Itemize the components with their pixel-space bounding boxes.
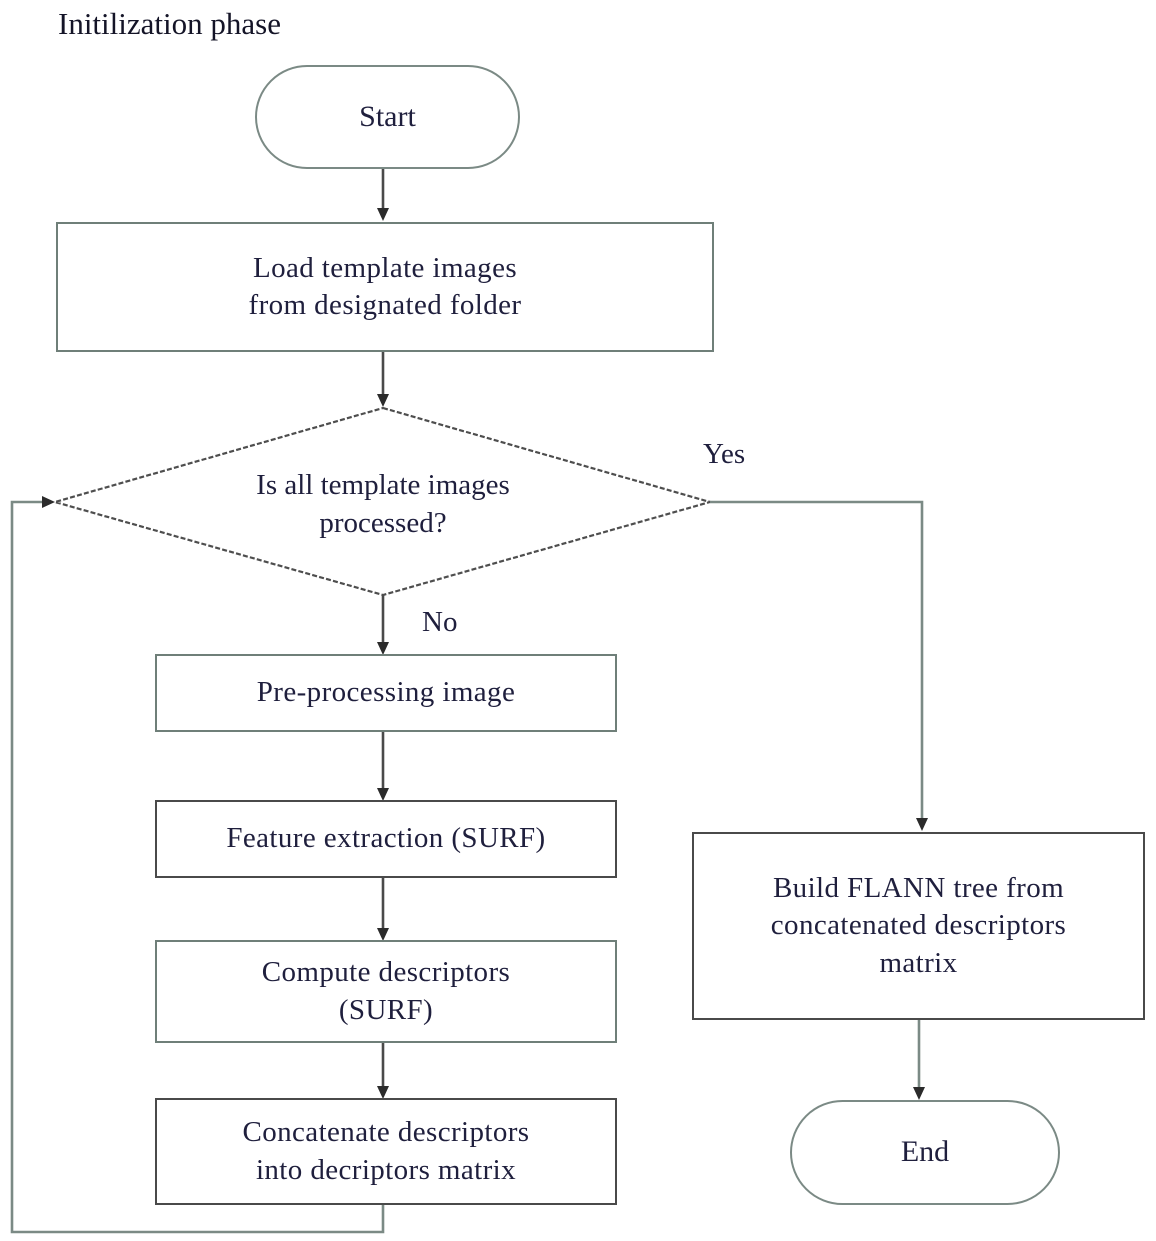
edge-label-no: No xyxy=(422,606,458,638)
node-end-label: End xyxy=(900,1135,950,1169)
node-feature-line1: Feature extraction (SURF) xyxy=(226,822,546,855)
node-load-line1: Load template images xyxy=(252,251,518,284)
node-decision-line2: processed? xyxy=(319,507,447,539)
node-build-flann-tree[interactable]: Build FLANN tree from concatenated descr… xyxy=(692,832,1145,1020)
node-start[interactable]: Start xyxy=(255,65,520,169)
node-flann-line3: matrix xyxy=(879,946,958,979)
node-compute-line2: (SURF) xyxy=(338,993,434,1026)
node-start-label: Start xyxy=(359,99,416,133)
node-pre-processing-image[interactable]: Pre-processing image xyxy=(155,654,617,732)
node-decision-line1: Is all template images xyxy=(256,469,510,502)
node-end[interactable]: End xyxy=(790,1100,1060,1205)
node-preprocess-line1: Pre-processing image xyxy=(256,676,516,709)
node-load-template-images[interactable]: Load template images from designated fol… xyxy=(56,222,714,352)
node-concat-line2: into decriptors matrix xyxy=(255,1153,517,1186)
edge-label-yes: Yes xyxy=(703,438,746,470)
node-load-line2: from designated folder xyxy=(248,289,522,321)
node-flann-line1: Build FLANN tree from xyxy=(772,872,1065,905)
node-compute-line1: Compute descriptors xyxy=(261,956,511,989)
node-concatenate-descriptors[interactable]: Concatenate descriptors into decriptors … xyxy=(155,1098,617,1205)
node-flann-line2: concatenated descriptors xyxy=(770,909,1067,942)
diagram-caption: Initilization phase xyxy=(58,6,281,41)
node-concat-line1: Concatenate descriptors xyxy=(242,1116,530,1149)
node-compute-descriptors[interactable]: Compute descriptors (SURF) xyxy=(155,940,617,1043)
node-feature-extraction[interactable]: Feature extraction (SURF) xyxy=(155,800,617,878)
node-decision-all-processed[interactable]: Is all template images processed? xyxy=(150,462,616,548)
